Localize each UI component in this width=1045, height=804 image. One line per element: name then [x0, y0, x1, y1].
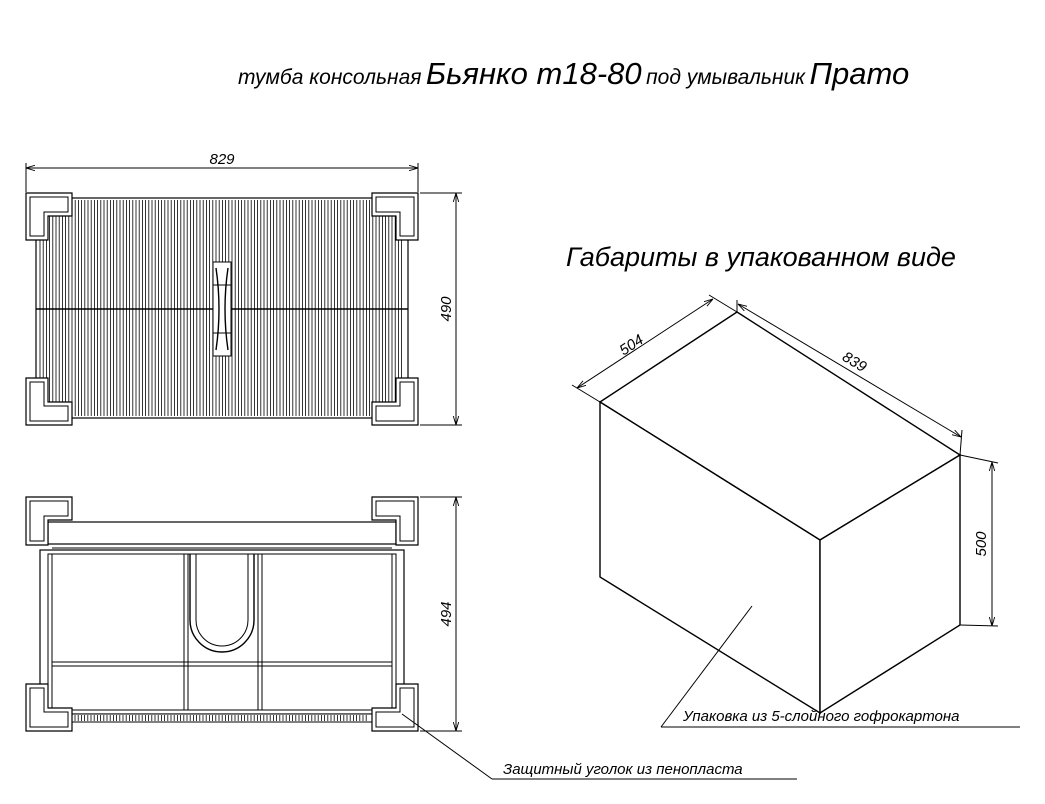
box-depth-label: 504	[616, 331, 646, 359]
front-cabinet-inner	[47, 553, 397, 711]
top-view: 829 490	[25, 151, 462, 426]
top-foam-corner-br	[371, 377, 419, 426]
handle-icon	[212, 261, 232, 357]
front-height-label: 494	[438, 601, 455, 626]
top-foam-corner-tr	[371, 192, 419, 241]
top-width-label: 829	[209, 151, 235, 168]
front-foam-corner-bl	[25, 683, 73, 732]
box-width-label: 839	[839, 348, 870, 376]
top-foam-corner-tl	[25, 192, 73, 241]
foam-corner-leader: Защитный уголок из пенопласта	[401, 713, 797, 780]
front-foam-corner-tl	[25, 496, 73, 546]
title-part-3: под умывальник	[646, 66, 806, 89]
siphon-cutout	[189, 554, 255, 653]
top-foam-corner-bl	[25, 377, 73, 426]
front-view: 494	[25, 496, 462, 732]
box-depth-dimension-line	[577, 299, 713, 388]
front-top-panel	[47, 521, 397, 545]
title-part-4: Прато	[809, 56, 910, 91]
title-part-2: Бьянко т18-80	[425, 56, 642, 91]
front-foam-corner-br	[371, 683, 419, 732]
package-box: 504 839 500 Упаковка из 5-слойного гофро…	[571, 294, 1020, 728]
title-part-1: тумба консольная	[238, 66, 422, 89]
front-base-hatching	[74, 715, 367, 721]
front-foam-corner-tr	[371, 496, 419, 546]
front-cabinet-body	[39, 549, 405, 715]
top-depth-label: 490	[438, 296, 455, 322]
foam-corner-note: Защитный уголок из пенопласта	[503, 761, 743, 778]
box-height-label: 500	[973, 531, 990, 557]
cardboard-note: Упаковка из 5-слойного гофрокартона	[682, 708, 959, 725]
package-subtitle: Габариты в упакованном виде	[566, 242, 956, 272]
box-width-dimension-line	[738, 304, 961, 437]
